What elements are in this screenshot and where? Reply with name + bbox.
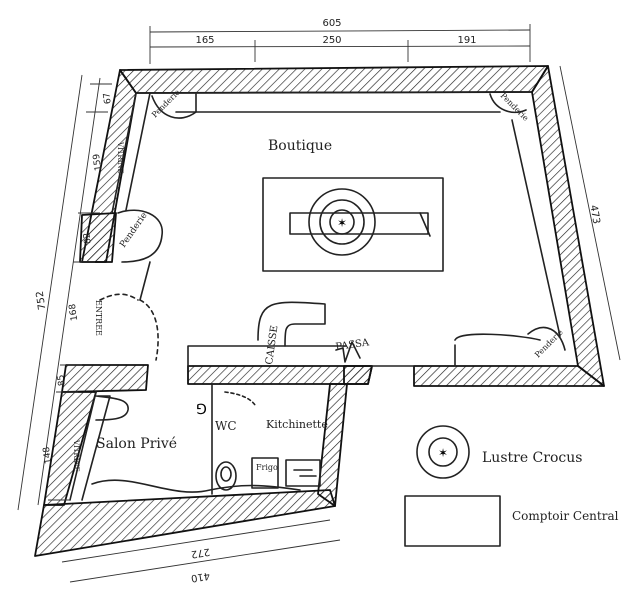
legend: ✶ Lustre Crocus Comptoir Central (404, 425, 619, 547)
wall-partition-kitchen (317, 383, 348, 507)
walls (34, 65, 605, 557)
wall-step (343, 365, 373, 385)
central-counter (262, 177, 444, 272)
salon-niche (95, 395, 129, 421)
dim-left-e: 85 (56, 374, 67, 387)
sink-icon (285, 459, 321, 487)
mark-passage: PASSA (335, 337, 371, 353)
vitrine-top-label: VITRINE (116, 141, 124, 174)
kitchen-area: Frigo (251, 457, 321, 489)
wall-bottom (34, 489, 336, 557)
dim-top-c: 191 (457, 35, 476, 46)
lustre-icon: ✶ (308, 188, 376, 256)
wall-block-left-1 (79, 212, 117, 263)
svg-text:✶: ✶ (438, 446, 448, 460)
wall-top (119, 65, 549, 94)
room-boutique: Boutique (268, 138, 332, 154)
dim-left-b: 159 (92, 153, 104, 172)
dim-right: 473 (587, 204, 601, 225)
penderie-label-1: Penderie (118, 211, 149, 250)
svg-text:Penderie: Penderie (533, 327, 565, 359)
room-salon-prive: Salon Privé (96, 436, 177, 452)
corner-fixtures: Penderie Penderie Penderie (150, 87, 566, 359)
wall-right (531, 65, 605, 387)
penderie: Penderie (117, 209, 163, 263)
room-wc: WC (215, 419, 237, 433)
legend-luster-label: Lustre Crocus (482, 450, 582, 466)
wall-left-mid (61, 364, 149, 393)
legend-table-label: Comptoir Central (512, 509, 619, 523)
dim-top-total: 605 (322, 18, 341, 29)
dim-left-f: 148 (42, 446, 54, 465)
dim-left-a: 67 (102, 92, 113, 105)
vitrine-bottom-label: VITRINE (72, 439, 80, 472)
svg-text:✶: ✶ (337, 216, 347, 230)
svg-text:Penderie: Penderie (499, 91, 531, 123)
wc-area: ⅁ (196, 383, 256, 495)
partition-mark (335, 341, 361, 363)
dim-left-total: 752 (35, 290, 49, 310)
frigo-label: Frigo (256, 463, 278, 472)
dim-top-b: 250 (322, 35, 341, 46)
svg-text:⅁: ⅁ (196, 402, 207, 418)
dimension-labels: 605 165 250 191 473 752 67 159 82 168 85… (35, 18, 602, 583)
caisse-counter: CAISSE (257, 301, 326, 366)
wc-bowl-icon (215, 461, 237, 491)
salon-sofa (91, 479, 301, 493)
legend-table-swatch (404, 495, 501, 547)
dimension-lines (17, 24, 621, 583)
entree-door: ENTREE (94, 261, 159, 361)
caisse-label: CAISSE (264, 325, 280, 366)
room-kitchinette: Kitchinette (266, 418, 328, 431)
dim-bottom-b: 410 (190, 570, 211, 584)
wall-bottom-right (413, 365, 605, 387)
entree-label: ENTREE (94, 300, 103, 336)
dim-left-c: 82 (82, 232, 93, 245)
dim-top-a: 165 (195, 35, 214, 46)
dim-bottom-a: 272 (190, 546, 211, 560)
dim-left-d: 168 (68, 303, 80, 322)
lustre-icon: ✶ (416, 425, 470, 479)
